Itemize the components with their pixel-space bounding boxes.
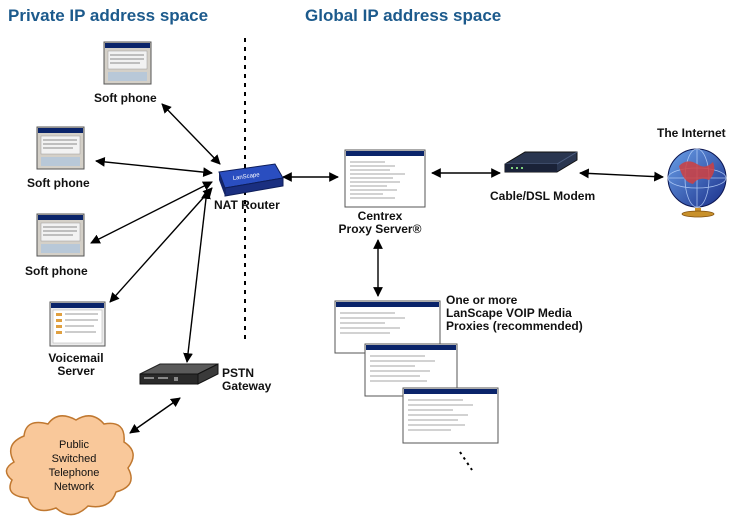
internet-label: The Internet: [657, 126, 726, 140]
screenshot-window-icon: [402, 387, 499, 444]
centrex-proxy-label: Centrex Proxy Server®: [330, 210, 430, 236]
arrow-softphone1-router: [161, 103, 221, 165]
pstn-cloud-label: Public Switched Telephone Network: [24, 438, 124, 494]
arrow-softphone3-router: [90, 181, 213, 244]
screenshot-window-icon: [36, 213, 85, 257]
arrow-voicemail-router: [109, 187, 213, 303]
centrex-line2: Proxy Server®: [338, 222, 422, 236]
screenshot-window-icon: [49, 301, 106, 347]
arrow-modem-internet: [579, 168, 664, 182]
nat-router-label: NAT Router: [214, 198, 280, 212]
soft-phone-2-label: Soft phone: [27, 176, 90, 190]
screenshot-window-icon: [103, 41, 152, 85]
media-line3: Proxies (recommended): [446, 319, 583, 333]
media-proxies-label: One or more LanScape VOIP Media Proxies …: [446, 294, 583, 333]
router-icon: LanScape: [218, 163, 284, 197]
heading-private: Private IP address space: [8, 6, 209, 25]
cloud-icon: [5, 415, 134, 516]
cloud-line2: Switched: [51, 453, 97, 465]
modem-icon: [504, 151, 578, 173]
soft-phone-3-label: Soft phone: [25, 264, 88, 278]
rack-server-icon: [139, 363, 219, 385]
more-proxies-dots: [459, 451, 473, 471]
arrow-cloud-pstn: [129, 397, 181, 434]
heading-global: Global IP address space: [305, 6, 502, 25]
modem-label: Cable/DSL Modem: [490, 189, 596, 203]
voicemail-server-label: Voicemail Server: [44, 352, 108, 378]
voicemail-line2: Server: [57, 364, 95, 378]
screenshot-window-icon: [36, 126, 85, 170]
soft-phone-1-label: Soft phone: [94, 91, 157, 105]
pstn-line2: Gateway: [222, 379, 272, 393]
router-brand-text: LanScape: [232, 172, 260, 182]
media-line1: One or more: [446, 293, 518, 307]
connection-arrows: [90, 103, 664, 434]
pstn-gateway-label: PSTN Gateway: [222, 367, 271, 393]
globe-icon: [667, 148, 727, 218]
arrow-softphone2-router: [95, 157, 213, 177]
centrex-line1: Centrex: [357, 209, 403, 223]
cloud-line4: Network: [53, 481, 95, 493]
screenshot-window-icon: [364, 343, 458, 397]
media-line2: LanScape VOIP Media: [446, 306, 572, 320]
cloud-line1: Public: [59, 439, 89, 451]
arrow-pstn-router: [183, 189, 211, 363]
pstn-line1: PSTN: [222, 366, 255, 380]
screenshot-window-icon: [344, 149, 426, 208]
voicemail-line1: Voicemail: [48, 351, 104, 365]
cloud-line3: Telephone: [48, 467, 100, 479]
